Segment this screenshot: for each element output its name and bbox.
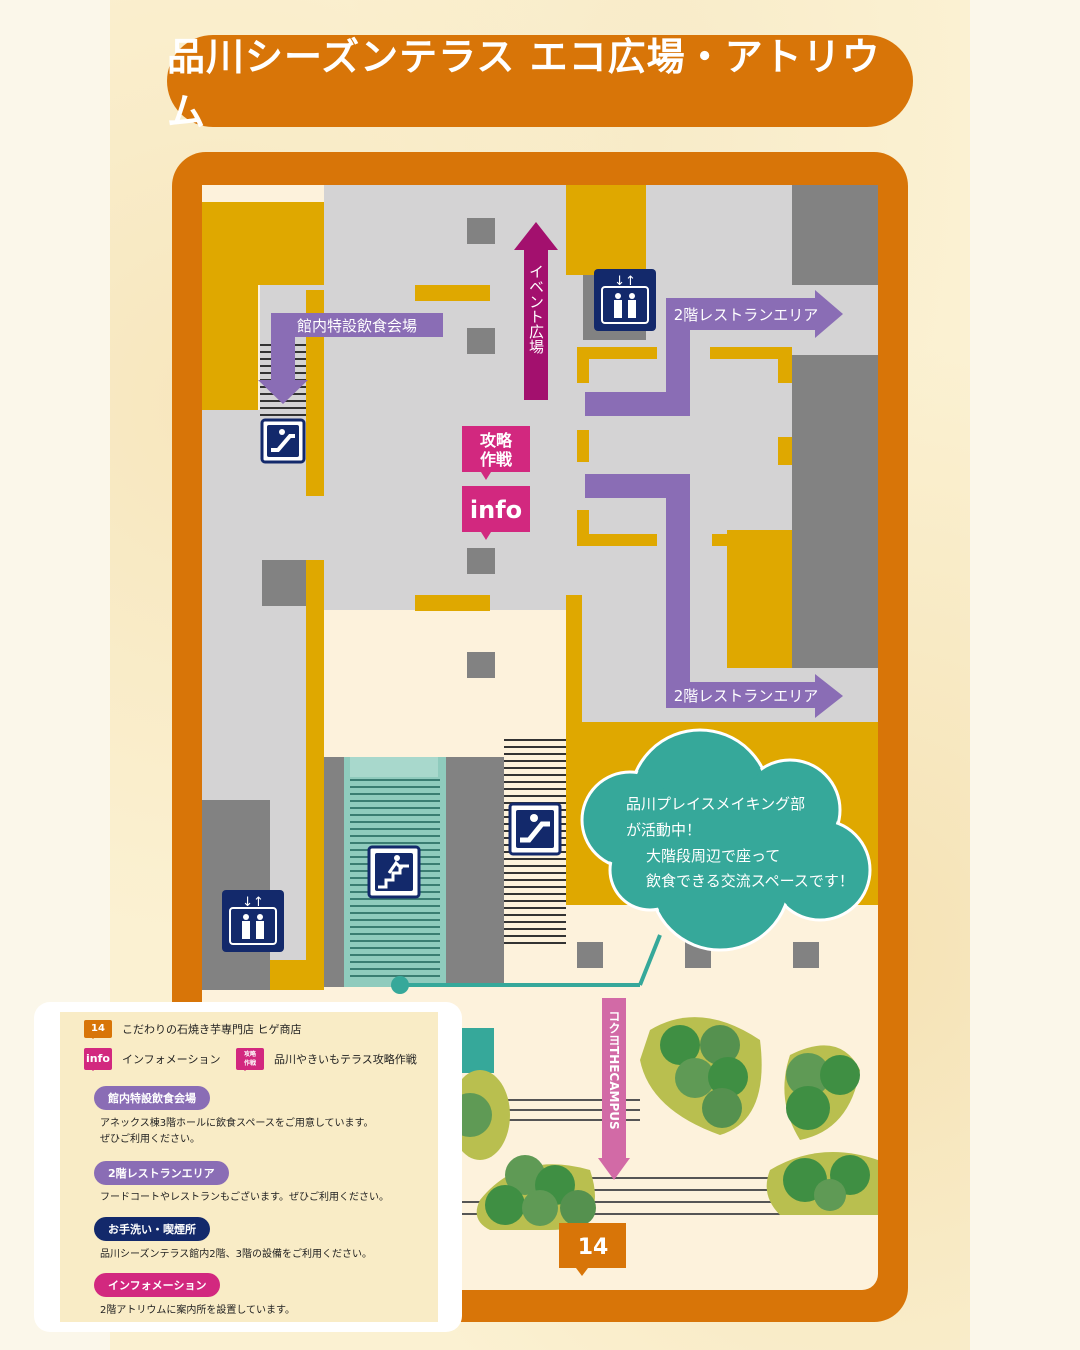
info-legend-label: インフォメーション — [122, 1053, 221, 1066]
legend-panel: 14 こだわりの石焼き芋専門店 ヒゲ商店 info インフォメーション 攻略作戦… — [34, 1002, 462, 1332]
info-marker[interactable]: info — [462, 486, 530, 540]
shop-number: 14 — [578, 1235, 609, 1260]
strategy-label-2: 作戦 — [480, 450, 513, 469]
restaurant-area-top-label: 2階レストランエリア — [674, 306, 819, 324]
dining-hall-label: 館内特設飲食会場 — [297, 317, 417, 335]
restaurant-area-bottom-label: 2階レストランエリア — [674, 687, 819, 705]
legend-pill-information: インフォメーション — [94, 1273, 221, 1297]
strategy-label-1: 攻略 — [480, 431, 513, 450]
bubble-line-1: 品川プレイスメイキング部 — [626, 795, 805, 813]
strategy-legend-label: 品川やきいもテラス攻略作戦 — [274, 1053, 417, 1066]
info-label: info — [470, 496, 522, 524]
desc-line: アネックス棟3階ホールに飲食スペースをご用意しています。 — [100, 1118, 374, 1129]
info-tag: info — [84, 1048, 112, 1071]
teal-path — [391, 934, 662, 1073]
bubble-line-2: が活動中！ — [626, 821, 701, 839]
dark-gray-blocks — [202, 185, 878, 990]
escalator-icon[interactable] — [508, 802, 562, 856]
right-margin — [970, 0, 1080, 1350]
strategy-tag: 攻略作戦 — [236, 1048, 264, 1071]
shop-14-marker[interactable]: 14 — [559, 1223, 626, 1276]
strategy-tag-2: 作戦 — [243, 1060, 256, 1067]
speech-bubble: 品川プレイスメイキング部 が活動中！ 大階段周辺で座って 飲食できる交流スペース… — [580, 728, 872, 952]
strategy-marker[interactable]: 攻略 作戦 — [462, 426, 530, 480]
legend-desc-restaurant-area: フードコートやレストランもございます。ぜひご利用ください。 — [100, 1192, 389, 1203]
strategy-tag-1: 攻略 — [243, 1051, 256, 1058]
shop-name: こだわりの石焼き芋専門店 ヒゲ商店 — [122, 1023, 302, 1036]
desc-line: ぜひご利用ください。 — [100, 1134, 200, 1145]
page-title: 品川シーズンテラス エコ広場・アトリウム — [167, 35, 913, 134]
bubble-line-3: 大階段周辺で座って — [646, 847, 780, 865]
route-arrows — [258, 290, 843, 718]
escalator-icon[interactable] — [260, 418, 306, 464]
trees — [448, 1017, 878, 1230]
legend-desc-dining-hall: アネックス棟3階ホールに飲食スペースをご用意しています。ぜひご利用ください。 — [100, 1116, 374, 1148]
event-plaza-label: イベント広場 — [527, 264, 545, 354]
emergency-exit-stairs-icon[interactable] — [367, 845, 421, 899]
elevator-icon[interactable]: ↓↑ — [594, 269, 656, 331]
bubble-line-4: 飲食できる交流スペースです！ — [646, 872, 854, 890]
campus-label: コクヨTHECAMPUS — [607, 1010, 621, 1130]
svg-text:↓↑: ↓↑ — [614, 274, 636, 289]
elevator-icon[interactable]: ↓↑ — [222, 890, 284, 952]
event-plaza-arrow — [514, 222, 558, 400]
svg-text:↓↑: ↓↑ — [242, 895, 264, 910]
legend-pill-restaurant-area: 2階レストランエリア — [94, 1161, 229, 1185]
campus-arrow: コクヨTHECAMPUS — [598, 998, 630, 1180]
shop-number-tag: 14 — [84, 1020, 112, 1039]
legend-desc-information: 2階アトリウムに案内所を設置しています。 — [100, 1305, 296, 1316]
legend-desc-restrooms: 品川シーズンテラス館内2階、3階の設備をご利用ください。 — [100, 1249, 373, 1260]
legend-pill-dining-hall: 館内特設飲食会場 — [94, 1086, 210, 1110]
legend-pill-restrooms: お手洗い・喫煙所 — [94, 1217, 210, 1241]
